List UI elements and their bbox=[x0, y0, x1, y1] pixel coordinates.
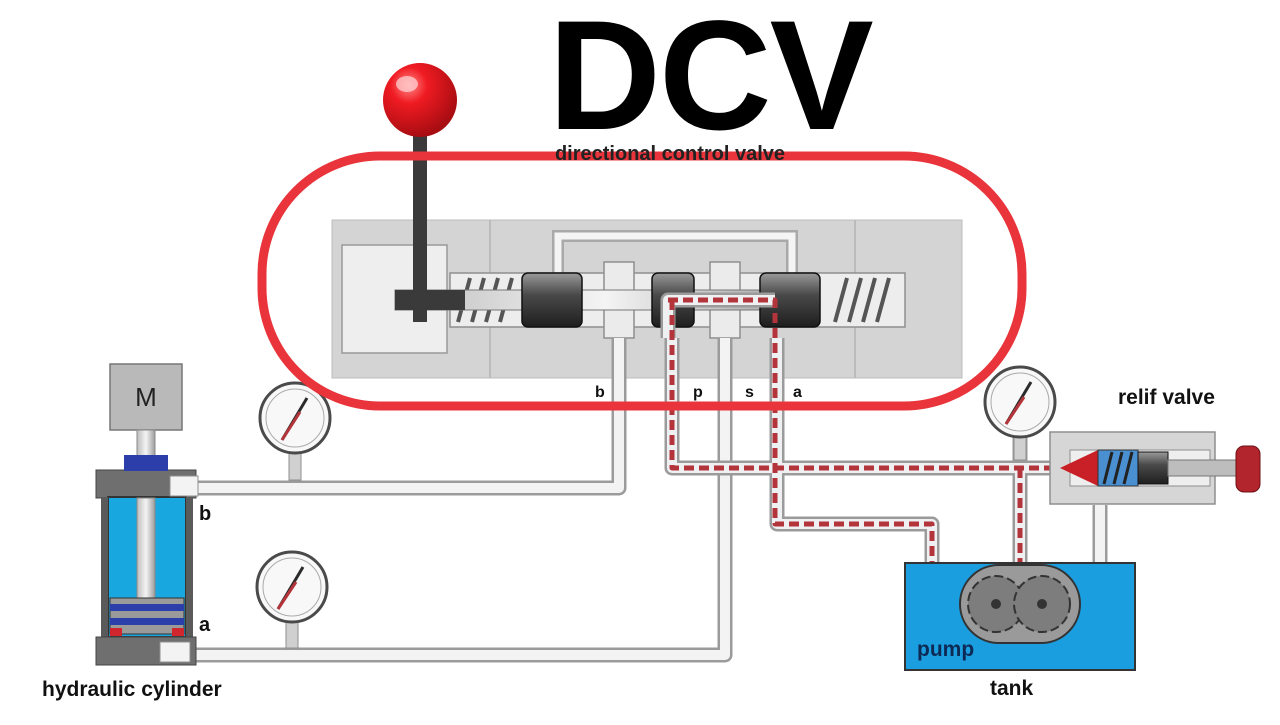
hydraulic-lines bbox=[180, 338, 1108, 663]
valve-port-b-label: b bbox=[595, 384, 605, 401]
right-spring bbox=[833, 277, 891, 323]
cylinder-label: hydraulic cylinder bbox=[42, 678, 222, 701]
valve-port-p-label: p bbox=[693, 384, 703, 401]
pump-label: pump bbox=[917, 638, 975, 661]
dcv-body bbox=[331, 63, 963, 379]
motor-label: M bbox=[135, 382, 157, 412]
pressure-gauge-a bbox=[255, 550, 329, 624]
page-title: DCV bbox=[548, 0, 873, 163]
spool-land-left bbox=[521, 272, 583, 328]
pressure-gauge-b bbox=[258, 381, 332, 455]
hydraulic-cylinder bbox=[95, 363, 199, 666]
relief-adjust-knob[interactable] bbox=[1235, 445, 1261, 493]
lever-handle[interactable] bbox=[413, 136, 427, 322]
motor-block bbox=[109, 363, 183, 431]
cylinder-port-a-label: a bbox=[199, 614, 211, 636]
lever-knob[interactable] bbox=[383, 63, 457, 137]
tank-label: tank bbox=[990, 677, 1034, 700]
pump-gear-right bbox=[1013, 575, 1071, 633]
tank bbox=[904, 562, 1136, 671]
cylinder-port-b-label: b bbox=[199, 503, 212, 525]
pressure-gauge-pump bbox=[983, 365, 1057, 439]
valve-port-a-label: a bbox=[793, 384, 802, 401]
valve-port-s-label: s bbox=[745, 384, 754, 401]
pressure-lines bbox=[660, 292, 1060, 578]
relief-valve bbox=[1049, 431, 1261, 505]
relief-valve-label: relif valve bbox=[1118, 386, 1215, 409]
dcv-highlight-ring bbox=[257, 151, 1027, 411]
dcv-subtitle: directional control valve bbox=[554, 143, 786, 165]
